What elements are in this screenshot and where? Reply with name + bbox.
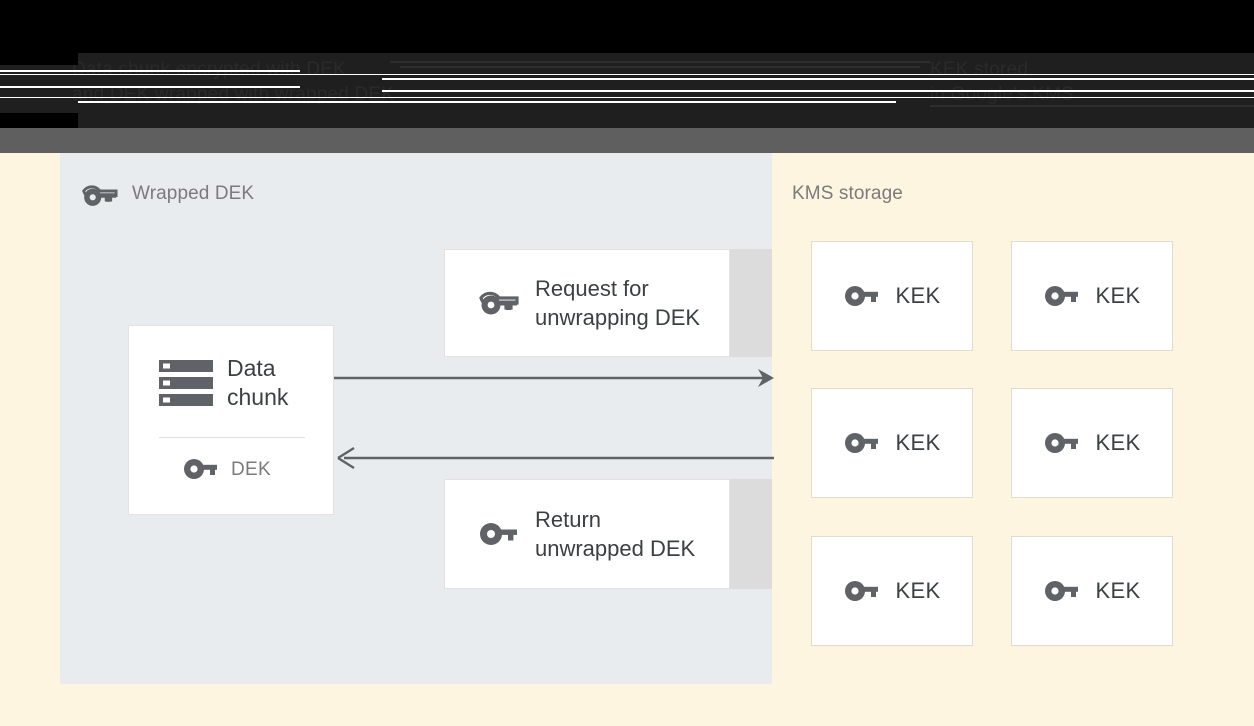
key-icon [844,431,878,455]
kek-box[interactable]: KEK [811,241,973,351]
kek-label: KEK [895,578,941,603]
data-chunk-row: Data chunk [159,354,288,412]
card-divider [159,437,305,438]
glitch-artifact-line [382,90,1140,92]
data-chunk-icon [159,359,213,407]
wrapped-key-icon [477,288,519,318]
kek-box[interactable]: KEK [1011,241,1173,351]
kek-label: KEK [895,430,941,455]
kek-label: KEK [1095,578,1141,603]
kek-box[interactable]: KEK [1011,536,1173,646]
glitch-artifact-line [0,86,300,88]
glitch-artifact-line [1070,90,1254,92]
key-icon [844,284,878,308]
chrome-gray-bar [0,128,1254,153]
return-unwrapped-card[interactable]: Return unwrapped DEK [444,479,730,589]
glitch-artifact-line [78,101,896,103]
glitch-artifact-line [400,66,920,68]
kms-storage-title: KMS storage [792,183,903,204]
glitch-artifact-line [930,105,1254,107]
return-unwrapped-label: Return unwrapped DEK [535,507,696,561]
arrow-return-left-icon [334,446,774,470]
card-shadow [730,479,772,589]
dek-label: DEK [231,459,271,480]
glitch-artifact-line [0,70,300,72]
top-black-band [0,0,1254,53]
glitch-artifact-line [382,78,1254,80]
wrapped-key-icon [80,182,118,209]
glitch-artifact-line [390,61,930,63]
kek-box[interactable]: KEK [1011,388,1173,498]
key-icon [477,519,519,549]
kek-box[interactable]: KEK [811,536,973,646]
kek-label: KEK [895,283,941,308]
key-icon [1044,579,1078,603]
kek-label: KEK [1095,430,1141,455]
key-icon [1044,284,1078,308]
obscured-header-band: Data chunk encrypted with DEK and DEK wr… [0,53,1254,128]
glitch-artifact-line [0,97,1254,98]
obscured-header-left-text: Data chunk encrypted with DEK and DEK wr… [72,59,395,105]
obscured-header-right-text: KEK stored in Google's KMS [930,59,1074,105]
kek-box[interactable]: KEK [811,388,973,498]
header-black-patch [0,113,78,128]
card-shadow [730,249,772,357]
arrow-request-right-icon [334,366,774,390]
request-unwrap-card[interactable]: Request for unwrapping DEK [444,249,730,357]
key-icon [1044,431,1078,455]
request-unwrap-label: Request for unwrapping DEK [535,276,701,330]
kek-label: KEK [1095,283,1141,308]
data-chunk-label: Data chunk [227,355,289,410]
data-chunk-card[interactable]: Data chunk DEK [128,325,334,515]
dek-row: DEK [183,458,271,482]
key-icon [844,579,878,603]
glitch-artifact-line [0,74,1254,75]
wrapped-dek-panel-title: Wrapped DEK [132,183,255,204]
key-icon [183,458,217,482]
header-black-patch [0,53,78,65]
